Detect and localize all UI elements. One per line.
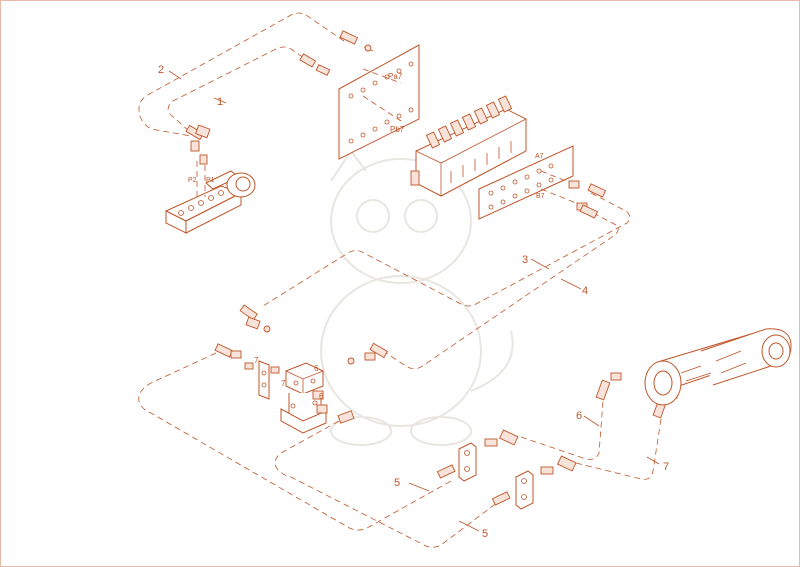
leader-lines bbox=[168, 70, 660, 532]
hose-3 bbox=[262, 192, 631, 307]
label-port-pa7: Pa7 bbox=[388, 72, 403, 81]
hose-4 bbox=[385, 212, 619, 370]
label-port-pb7: Pb7 bbox=[390, 125, 405, 134]
hose-5-lower bbox=[274, 420, 507, 548]
label-port-a7: A7 bbox=[535, 153, 544, 160]
hose-2 bbox=[138, 12, 345, 137]
label-item-1: 1 bbox=[217, 96, 223, 108]
steering-unit bbox=[280, 362, 328, 434]
control-valve-bank bbox=[410, 95, 527, 197]
hydraulic-cylinder bbox=[644, 328, 792, 406]
fittings-hose-5 bbox=[214, 343, 511, 506]
hose-5-upper bbox=[138, 352, 452, 531]
mounting-plate-top bbox=[338, 44, 420, 160]
fittings-top bbox=[185, 30, 374, 165]
label-item-7c: 7 bbox=[663, 461, 669, 473]
label-item-5a: 5 bbox=[394, 477, 400, 489]
label-port-p1: P1 bbox=[206, 177, 215, 184]
label-port-p2: P2 bbox=[188, 177, 197, 184]
hose-6 bbox=[520, 400, 604, 460]
hose-1 bbox=[167, 46, 312, 134]
label-item-6c: 6 bbox=[576, 410, 582, 422]
label-item-6b: 6 bbox=[319, 392, 324, 401]
callout-labels: 2 1 P2 P1 Pa7 Pb7 A7 B7 3 4 7 7 6 6 5 5 … bbox=[158, 64, 669, 540]
label-item-4: 4 bbox=[582, 285, 588, 297]
bracket-left bbox=[244, 360, 280, 400]
label-port-b7: B7 bbox=[536, 193, 545, 200]
label-item-7b: 7 bbox=[281, 379, 286, 388]
label-item-5b: 5 bbox=[482, 528, 488, 540]
hose-7 bbox=[575, 418, 662, 480]
label-item-2: 2 bbox=[158, 64, 164, 76]
label-item-6a: 6 bbox=[314, 364, 319, 373]
label-item-3: 3 bbox=[522, 254, 528, 266]
bracket-lower-2 bbox=[515, 455, 577, 510]
pilot-manifold bbox=[164, 161, 256, 234]
label-item-7a: 7 bbox=[254, 356, 259, 365]
bracket-lower-1 bbox=[458, 429, 519, 482]
fittings-hose-3-4 bbox=[239, 183, 607, 365]
